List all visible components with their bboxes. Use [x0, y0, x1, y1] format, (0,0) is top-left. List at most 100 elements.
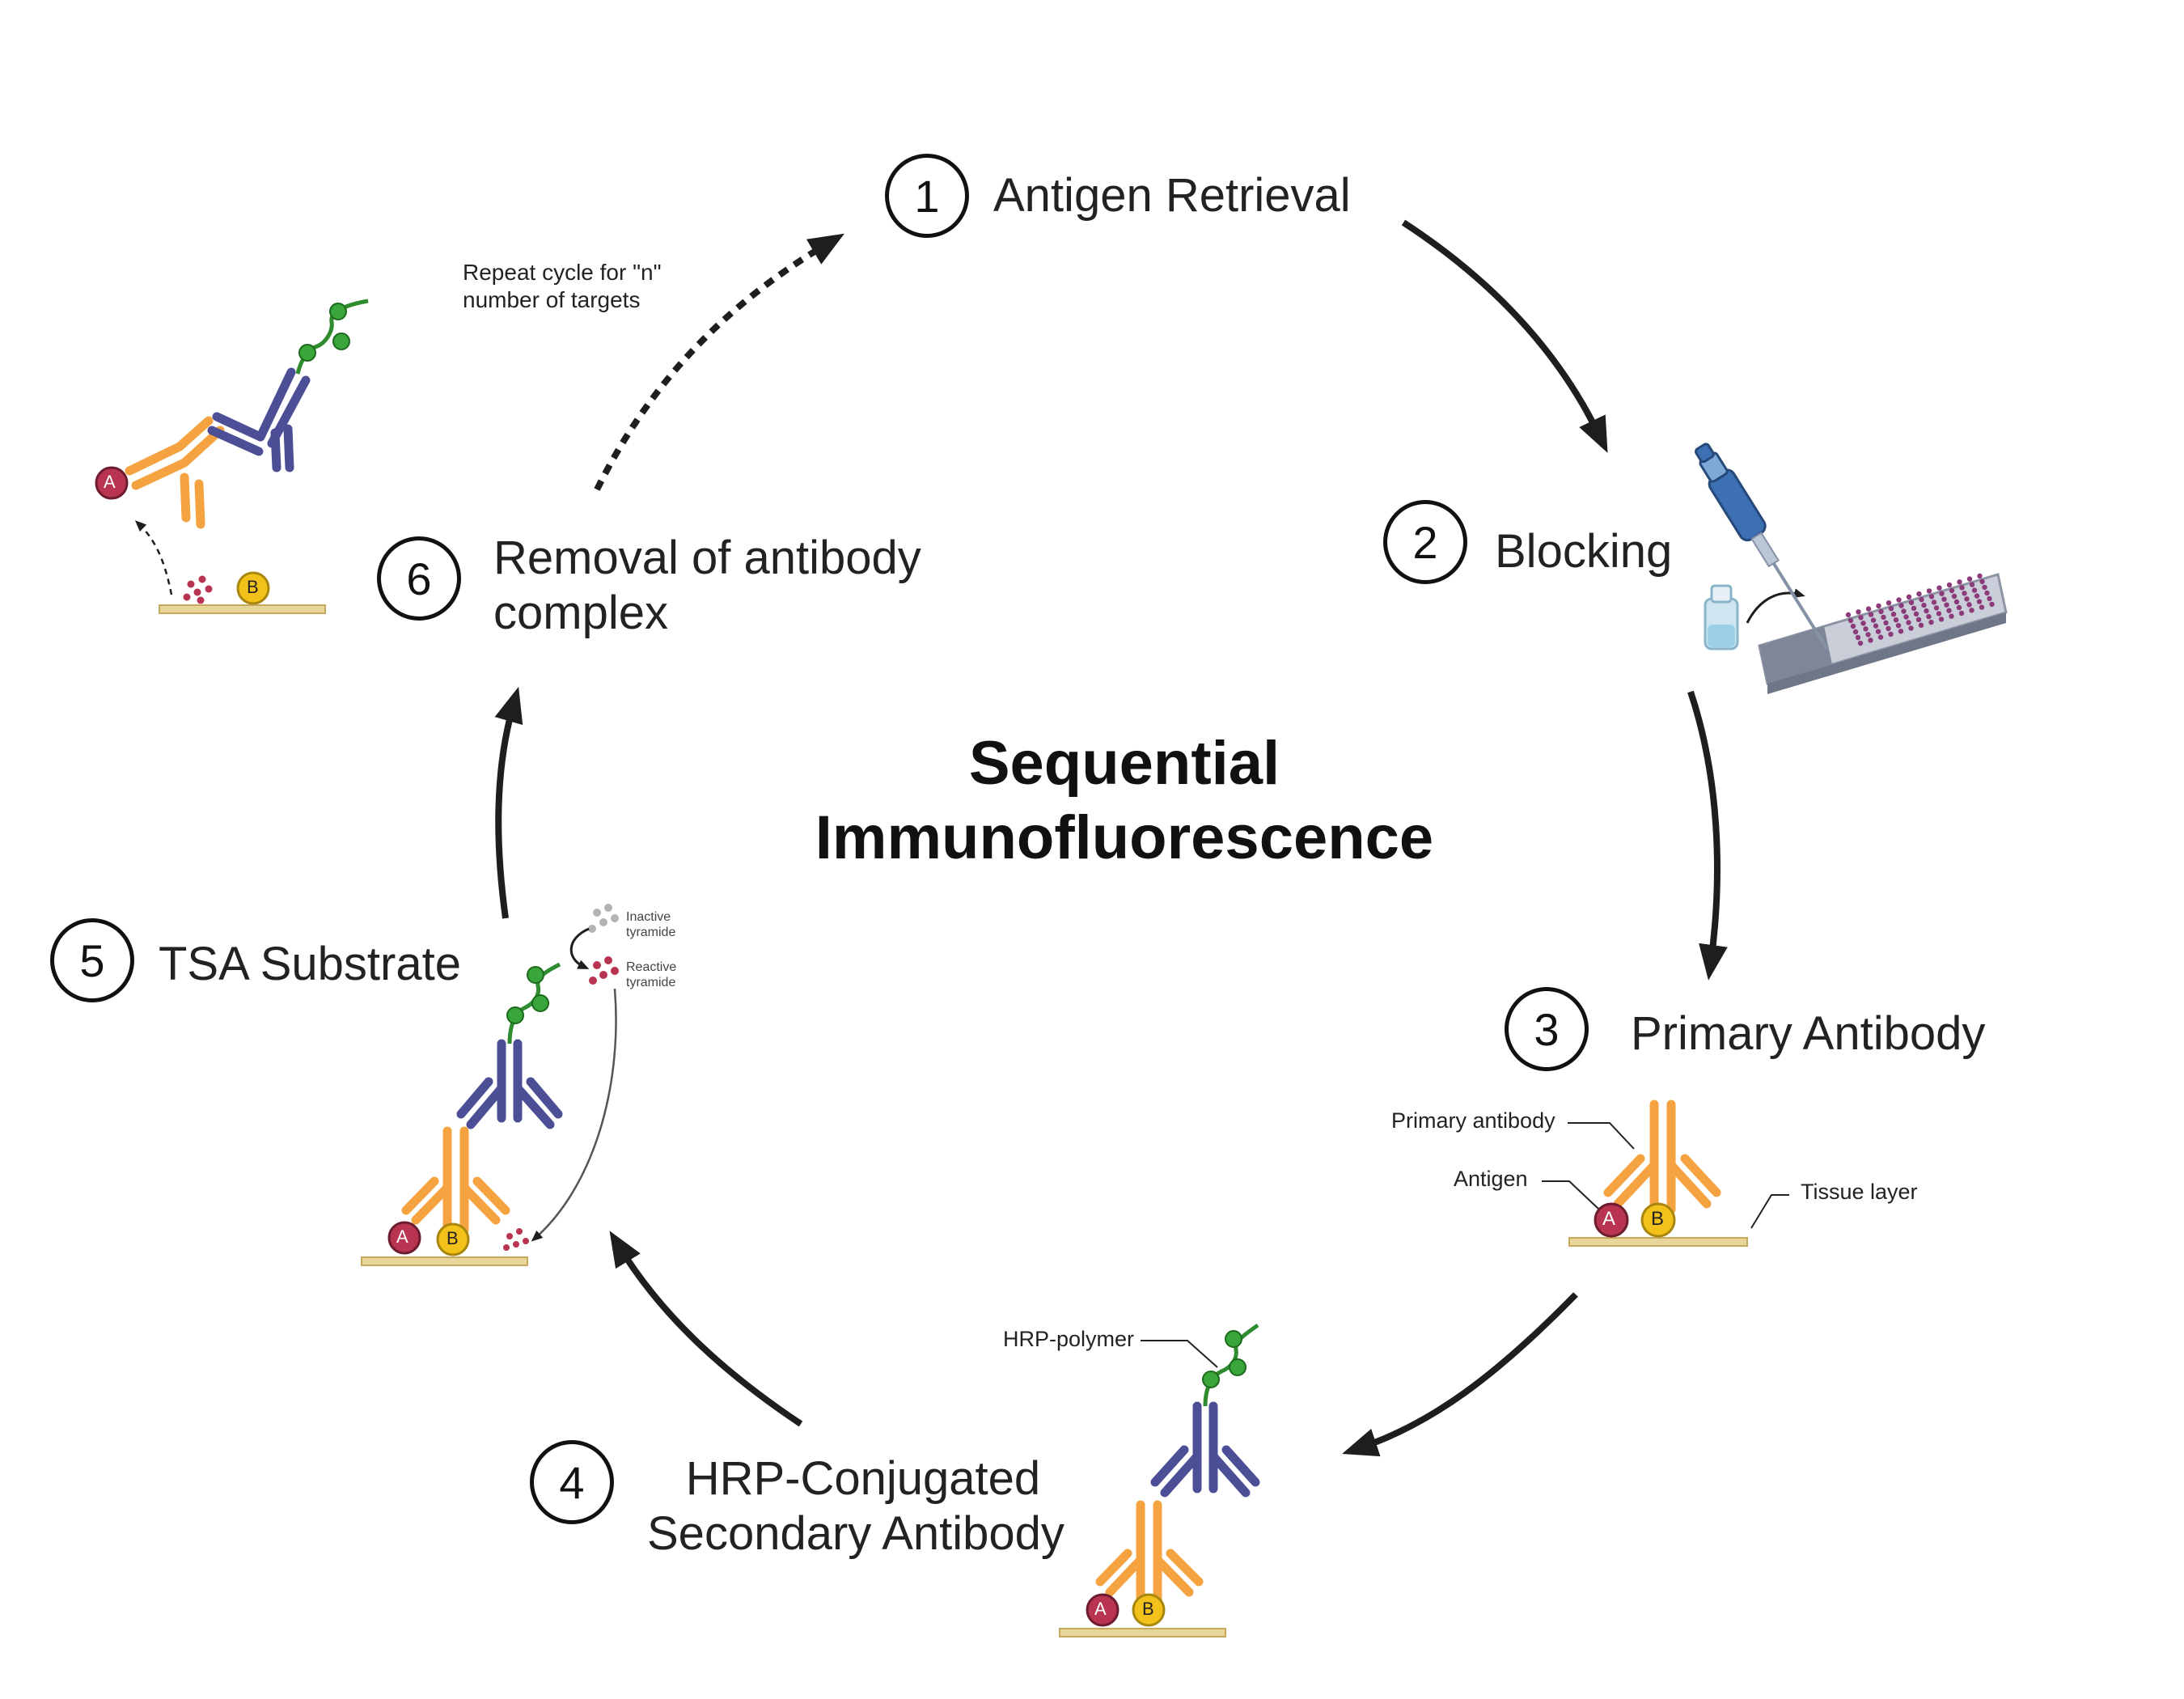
- tissue-spot: [1971, 587, 1978, 593]
- pipette-icon: [1694, 443, 1829, 650]
- tissue-spot: [1919, 596, 1924, 603]
- tissue-spot: [1915, 616, 1922, 622]
- hrp-polymer-chain: [1202, 1323, 1259, 1407]
- release-arrow-dashed: [134, 520, 173, 595]
- hrp-polymer-chain: [295, 299, 369, 375]
- tissue-spot: [1908, 625, 1914, 631]
- step-1-label: Antigen Retrieval: [993, 169, 1351, 222]
- tissue-spot: [1928, 619, 1934, 625]
- transfer-arrow: [1746, 588, 1805, 624]
- step-6-label: Removal of antibody complex: [493, 531, 921, 641]
- tissue-layer-bar: [159, 604, 326, 614]
- tissue-spot: [1928, 594, 1935, 600]
- tissue-spot: [1873, 623, 1879, 629]
- tissue-spot: [1941, 596, 1947, 602]
- tissue-spot: [1977, 573, 1983, 579]
- step-5-number-badge: 5: [50, 918, 134, 1002]
- tissue-array-dots: [1845, 573, 1995, 646]
- deposition-arrow: [531, 988, 617, 1242]
- tissue-spot: [1868, 612, 1874, 617]
- tissue-spot: [1896, 597, 1902, 603]
- step-6-number-badge: 6: [377, 536, 461, 621]
- tissue-spot: [1877, 634, 1884, 640]
- tissue-spot: [1903, 614, 1909, 620]
- tissue-layer-bar: [361, 1256, 528, 1266]
- callout-line-hrp: [1141, 1340, 1218, 1368]
- tissue-spot: [1906, 620, 1911, 625]
- tissue-spot: [1913, 611, 1919, 616]
- tissue-spot: [1974, 593, 1980, 599]
- tissue-spot: [1989, 601, 1995, 608]
- hrp-polymer-chain: [506, 962, 561, 1044]
- antigen-b-circle: [236, 571, 270, 605]
- step-2-number-badge: 2: [1383, 500, 1467, 584]
- primary-antibody-illustration: [1542, 1099, 1789, 1247]
- step-2-label: Blocking: [1495, 525, 1673, 578]
- tissue-spot: [1908, 600, 1915, 605]
- repeat-note-line-1: Repeat cycle for "n": [463, 260, 662, 285]
- title-line-1: Sequential: [968, 729, 1280, 798]
- reactive-tyramide-dots: [589, 956, 619, 985]
- arrow-5-to-6: [494, 686, 523, 919]
- tissue-spot: [1881, 614, 1886, 621]
- inactive-line-2: tyramide: [626, 926, 676, 939]
- step-4-label: HRP-Conjugated Secondary Antibody: [647, 1451, 1064, 1561]
- step-6-label-line-2: complex: [493, 587, 668, 639]
- tissue-spot: [1931, 600, 1937, 605]
- tissue-spot: [1850, 623, 1856, 629]
- tissue-spot: [1856, 609, 1861, 615]
- reactive-line-2: tyramide: [626, 976, 676, 989]
- tissue-spot: [1886, 625, 1891, 632]
- tissue-spot: [1868, 638, 1873, 643]
- tissue-spot: [1959, 585, 1965, 591]
- tissue-spot: [1982, 584, 1987, 591]
- tissue-spot: [1939, 591, 1945, 596]
- tissue-layer-bar: [1059, 1628, 1226, 1638]
- antigen-a-circle: [1594, 1202, 1629, 1238]
- tissue-spot: [1852, 629, 1859, 635]
- step-4-label-line-1: HRP-Conjugated: [685, 1452, 1041, 1505]
- tissue-spot: [1918, 622, 1924, 628]
- diagram-title: Sequential Immunofluorescence: [768, 727, 1480, 875]
- deposited-tyramide-dots: [183, 575, 213, 604]
- released-antibody-complex: [95, 299, 369, 529]
- removal-illustration: [95, 299, 369, 614]
- antigen-a-letter: A: [1602, 1208, 1616, 1230]
- antigen-a-circle: [387, 1221, 421, 1255]
- callout-antigen: Antigen: [1454, 1167, 1528, 1191]
- tissue-spot: [1949, 613, 1954, 619]
- callout-reactive-tyramide: Reactive tyramide: [626, 960, 676, 990]
- tissue-spot: [1865, 606, 1872, 612]
- tissue-spot: [1883, 620, 1889, 626]
- tissue-spot: [1857, 640, 1864, 646]
- tissue-spot: [1893, 617, 1899, 623]
- tissue-spot: [1901, 608, 1907, 614]
- tissue-spot: [1845, 612, 1852, 618]
- antigen-b-letter: B: [1142, 1599, 1154, 1619]
- tissue-spot: [1895, 623, 1902, 629]
- tissue-spot: [1865, 632, 1871, 638]
- antigen-b-letter: B: [247, 577, 259, 597]
- step-1-number-badge: 1: [885, 154, 969, 238]
- secondary-antibody-illustration: [1059, 1323, 1260, 1638]
- step-4-label-line-2: Secondary Antibody: [647, 1507, 1064, 1560]
- primary-antibody-y: [1603, 1099, 1721, 1214]
- antigen-b-circle: [436, 1222, 470, 1256]
- tissue-spot: [1949, 587, 1955, 594]
- primary-antibody-y: [1095, 1500, 1204, 1607]
- tissue-spot: [1863, 626, 1869, 632]
- tissue-spot: [1966, 602, 1972, 608]
- arrow-3-to-4: [1342, 1292, 1578, 1457]
- tissue-spot: [1946, 582, 1953, 588]
- arrow-1-to-2: [1401, 219, 1608, 453]
- tissue-spot: [1966, 576, 1973, 582]
- secondary-antibody-y: [456, 1039, 563, 1129]
- arrow-2-to-3: [1687, 690, 1728, 981]
- antigen-b-circle: [1132, 1593, 1166, 1627]
- tissue-spot: [1858, 615, 1864, 621]
- tissue-spot: [1924, 608, 1929, 614]
- antigen-a-circle: [1086, 1593, 1120, 1627]
- antigen-a-circle: [95, 466, 129, 500]
- secondary-antibody-y: [207, 367, 311, 472]
